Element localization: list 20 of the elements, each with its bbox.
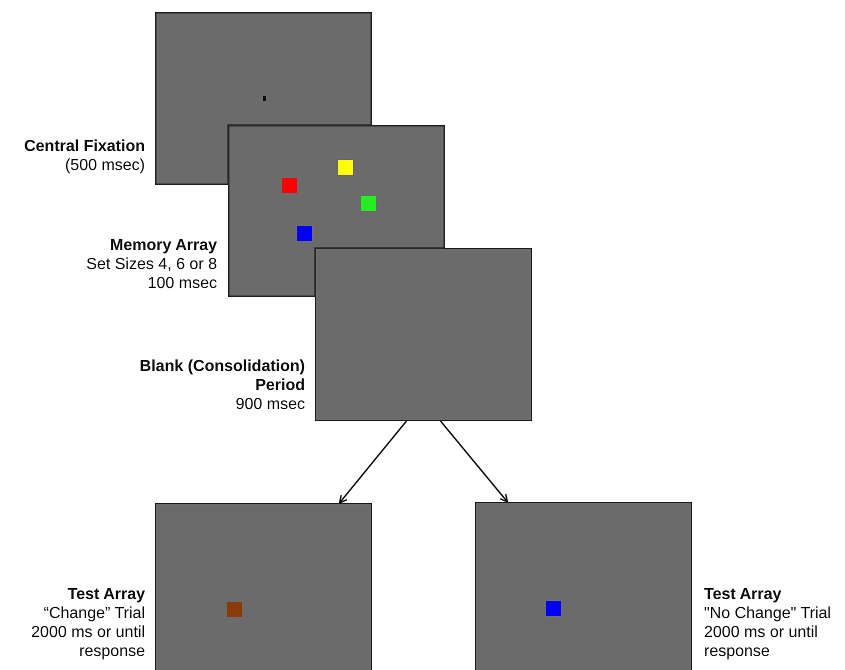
stage-description: Set Sizes 4, 6 or 8: [85, 255, 217, 274]
stage-heading: Test Array: [704, 585, 782, 604]
arrow: [338, 420, 408, 504]
stage-heading: Memory Array: [108, 236, 217, 255]
display-screen: [475, 502, 692, 670]
display-screen: [315, 248, 532, 421]
stage-heading: Central Fixation: [23, 137, 145, 156]
display-screen: [155, 503, 372, 670]
stage-description: 2000 ms or until response: [30, 623, 145, 661]
display-screen: [155, 12, 372, 185]
stage-description: 2000 ms or until response: [704, 623, 819, 661]
stage-description: (500 msec): [64, 156, 145, 175]
stage-heading: Blank (Consolidation) Period: [138, 357, 305, 395]
stage-description: 900 msec: [234, 395, 305, 414]
stage-description: "No Change" Trial: [704, 604, 832, 623]
stage-heading: Test Array: [66, 585, 145, 604]
display-screen: [228, 125, 445, 297]
stage-description: “Change” Trial: [42, 604, 145, 623]
arrow: [440, 420, 508, 503]
stage-description: 100 msec: [146, 274, 217, 293]
